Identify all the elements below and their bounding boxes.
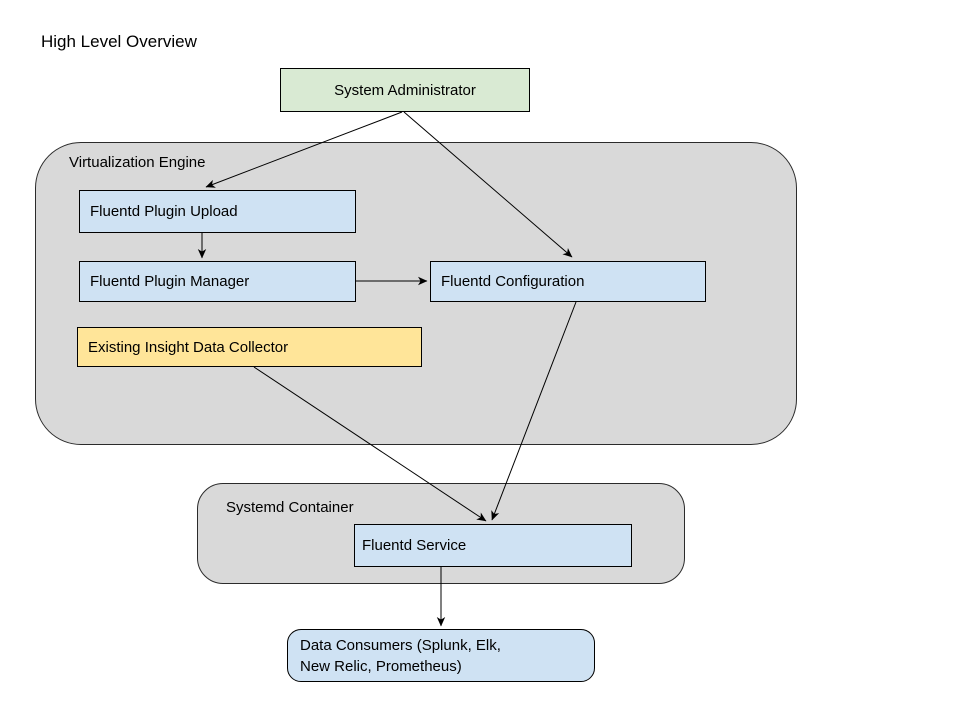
node-system-administrator: System Administrator <box>280 68 530 112</box>
node-data-consumers-label: Data Consumers (Splunk, Elk, New Relic, … <box>300 636 501 675</box>
node-data-consumers: Data Consumers (Splunk, Elk, New Relic, … <box>287 629 595 682</box>
node-system-administrator-label: System Administrator <box>334 81 476 99</box>
node-existing-insight-data-collector: Existing Insight Data Collector <box>77 327 422 367</box>
node-fluentd-configuration: Fluentd Configuration <box>430 261 706 302</box>
container-systemd-container-label: Systemd Container <box>226 499 354 516</box>
node-existing-insight-data-collector-label: Existing Insight Data Collector <box>88 338 289 356</box>
node-fluentd-service: Fluentd Service <box>354 524 632 567</box>
node-fluentd-plugin-manager: Fluentd Plugin Manager <box>79 261 356 302</box>
node-fluentd-configuration-label: Fluentd Configuration <box>441 273 585 290</box>
node-fluentd-plugin-upload: Fluentd Plugin Upload <box>79 190 356 233</box>
node-fluentd-service-label: Fluentd Service <box>362 537 467 554</box>
container-virtualization-engine-label: Virtualization Engine <box>69 154 206 171</box>
node-fluentd-plugin-upload-label: Fluentd Plugin Upload <box>90 203 238 220</box>
node-fluentd-plugin-manager-label: Fluentd Plugin Manager <box>90 273 250 290</box>
page-title: High Level Overview <box>41 32 197 51</box>
